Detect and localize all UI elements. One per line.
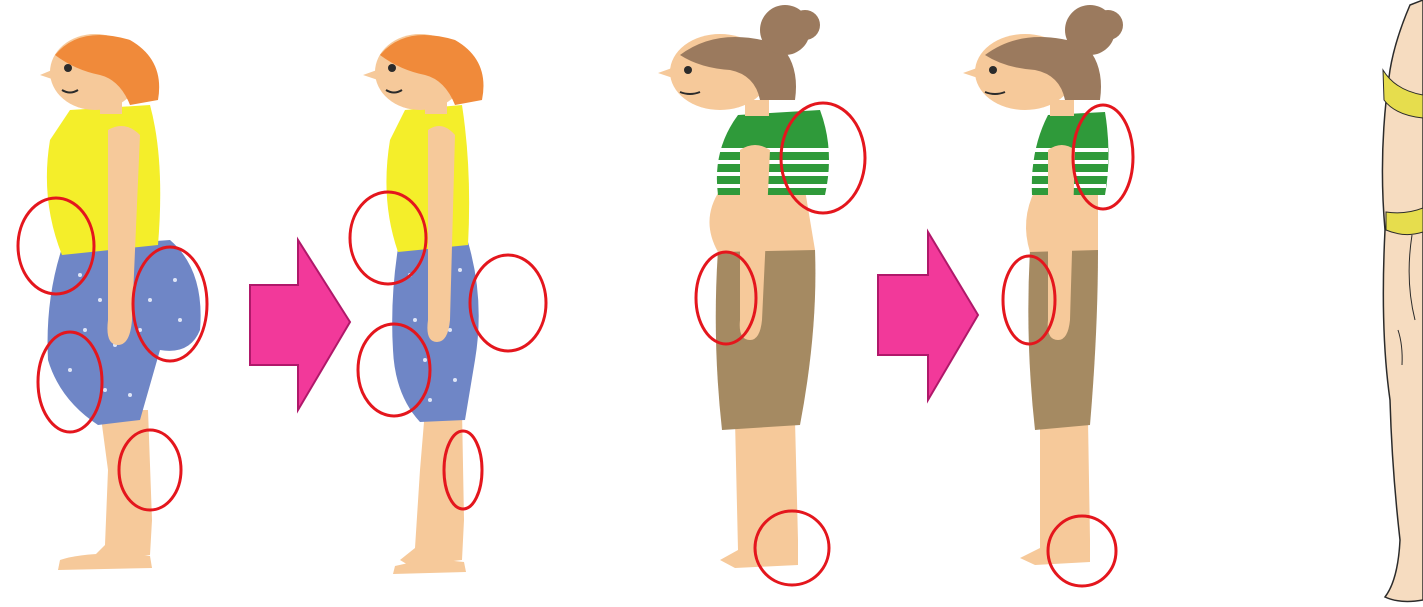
figure-1-before <box>18 34 207 570</box>
arrow-1-right <box>250 240 350 410</box>
figure-2-after <box>963 5 1133 586</box>
figure-2-before <box>658 5 865 585</box>
figure-3-partial <box>1382 0 1423 601</box>
highlight-thigh-back <box>470 255 546 351</box>
figure-1-after <box>350 34 546 574</box>
arrow-2-right <box>878 232 978 400</box>
